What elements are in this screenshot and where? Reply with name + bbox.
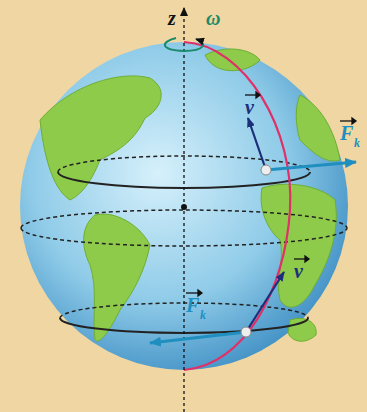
continents <box>40 49 340 341</box>
body-dot <box>261 165 271 175</box>
angular-velocity-label: ω <box>206 8 220 28</box>
axis-label: z <box>168 8 176 28</box>
force-label: F <box>340 123 353 143</box>
coriolis-arrow <box>266 162 356 170</box>
rotation-arrow <box>165 38 203 51</box>
vector-bars <box>186 92 356 296</box>
body-dot <box>241 327 251 337</box>
center-dot <box>181 204 187 210</box>
force-subscript: k <box>354 137 360 149</box>
meridian-path <box>184 42 290 370</box>
velocity-arrow <box>248 118 266 170</box>
velocity-label: v <box>294 261 303 281</box>
coriolis-arrow <box>150 332 246 343</box>
velocity-arrow <box>246 272 284 332</box>
velocity-label: v <box>245 97 254 117</box>
force-subscript: k <box>200 309 206 321</box>
force-label: F <box>186 295 199 315</box>
